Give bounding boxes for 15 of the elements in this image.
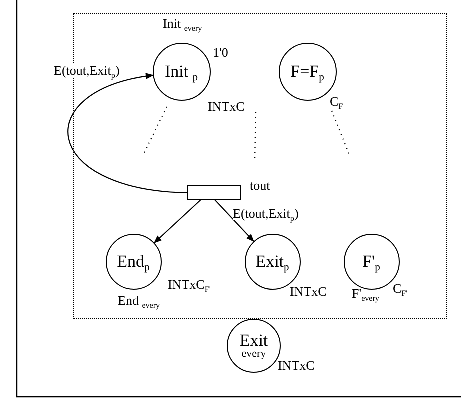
transition-bar — [186, 184, 240, 200]
side-label: C$_{F'}$ — [393, 282, 408, 295]
place-circle — [106, 234, 162, 290]
side-label: tout — [250, 179, 270, 192]
side-label: INTxC — [278, 359, 315, 372]
side-label: C$_{F}$ — [330, 95, 344, 108]
arrow — [68, 74, 188, 194]
side-label: INTxC — [208, 100, 245, 113]
arrow — [154, 200, 202, 244]
side-label: INTxC — [290, 285, 327, 298]
side-label: INTxC$_{F'}$ — [168, 278, 211, 291]
node-label: Exit — [240, 332, 268, 349]
node-label: every — [242, 349, 266, 360]
arrow — [214, 200, 254, 242]
side-label: 1'0 — [213, 46, 228, 59]
